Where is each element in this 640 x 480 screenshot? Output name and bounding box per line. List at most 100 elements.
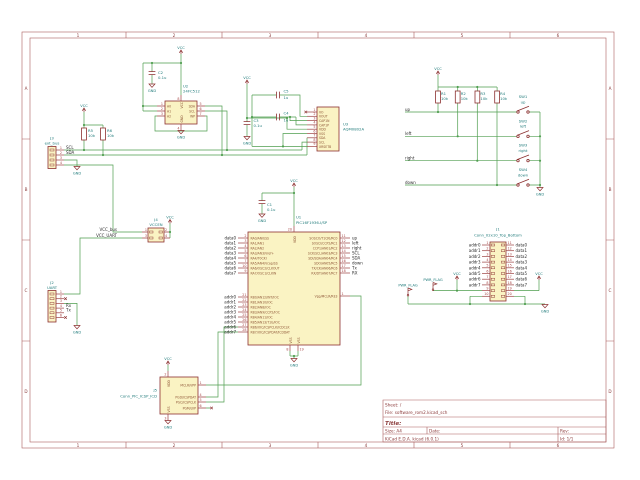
component-j5-icsp[interactable]: 1 4 5 6 MCLR/VPP PGD/ICSPDAT PGC/ICSPCLK… [120, 371, 214, 421]
vcc-icon[interactable] [178, 49, 184, 55]
component-c5-capacitor[interactable]: C5 1u [276, 89, 290, 101]
net-label[interactable]: data2 [224, 245, 236, 250]
wire-i2c-bus[interactable] [64, 105, 308, 233]
wire-icsp[interactable] [167, 295, 362, 409]
vcc-icon[interactable] [244, 79, 250, 85]
wire-switches[interactable] [405, 75, 541, 188]
c2-reference[interactable]: C2 [158, 70, 164, 75]
net-label[interactable]: data6 [516, 277, 528, 282]
gnd-icon[interactable] [243, 136, 251, 141]
component-j4-jumper[interactable]: 1 3 2 4 VCC_bus VCC_UART J4 VCCEN [96, 217, 170, 243]
c1-reference[interactable]: C1 [267, 202, 273, 207]
net-label[interactable]: Rx [66, 303, 72, 308]
net-label[interactable]: addr5 [224, 319, 236, 324]
net-label[interactable]: addr4 [224, 314, 236, 319]
net-label-vcc-bus[interactable]: VCC_bus [100, 227, 117, 232]
c3-value[interactable]: 0.1u [254, 123, 263, 128]
vcc-icon[interactable] [536, 275, 542, 281]
net-label[interactable]: SCL [66, 145, 74, 150]
net-label[interactable]: data0 [516, 243, 528, 248]
u3-value[interactable]: AQM0802A [343, 127, 364, 132]
resistor-body[interactable] [100, 127, 106, 141]
j5-body[interactable] [159, 376, 199, 415]
net-label[interactable]: data0 [224, 235, 236, 240]
component-u2-eeprom[interactable]: 1 A0 2 A1 3 A2 5 SDA 6 SCL 7 WP 8 4 VCC [157, 84, 205, 131]
component-u3-lcd[interactable]: 1 VO 2 VOUT 3 CAP1N 4 CAP1P 5 VDD 6 [307, 106, 364, 152]
component-c4-capacitor[interactable]: C4 1u [276, 110, 290, 123]
c5-reference[interactable]: C5 [284, 89, 290, 94]
pwr-flag-icon[interactable] [406, 287, 413, 297]
direction-switches[interactable]: SW1 up up SW2 left left SW3 right right … [405, 94, 530, 187]
resistor-body[interactable] [454, 90, 461, 104]
net-label[interactable]: SDA [66, 150, 75, 155]
net-label[interactable]: addr2 [224, 304, 236, 309]
wire-uart[interactable] [64, 223, 171, 326]
j3-value[interactable]: ext_bus [45, 141, 60, 146]
switch-pullup-resistors[interactable]: R1 10k R2 10k R3 10k R4 10k [435, 87, 508, 104]
net-label[interactable]: Tx [351, 265, 357, 270]
resistor-body[interactable] [435, 90, 441, 104]
j4-reference[interactable]: J4 [153, 217, 158, 222]
gnd-icon[interactable] [536, 187, 544, 192]
net-label[interactable]: SCL [352, 250, 360, 255]
u1-value[interactable]: PIC16F1936-I/SP [296, 220, 328, 225]
j1-reference[interactable]: J1 [495, 227, 500, 232]
j2-value[interactable]: UART [47, 285, 58, 290]
net-label[interactable]: data4 [516, 265, 528, 270]
vcc-icon[interactable] [435, 70, 441, 76]
net-label[interactable]: RX [352, 270, 358, 275]
net-label[interactable]: data6 [224, 265, 236, 270]
net-label[interactable]: data1 [516, 248, 528, 253]
net-label[interactable]: data1 [224, 240, 236, 245]
gnd-icon[interactable] [258, 213, 266, 218]
net-label[interactable]: addr7 [224, 329, 236, 334]
net-label[interactable]: down [405, 180, 416, 185]
net-label[interactable]: down [352, 260, 363, 265]
gnd-icon[interactable] [73, 166, 81, 171]
c4-reference[interactable]: C4 [284, 110, 290, 115]
net-label[interactable]: up [405, 107, 411, 112]
net-label[interactable]: left [352, 240, 359, 245]
j1-value[interactable]: Conn_02x10_Top_Bottom [474, 233, 522, 238]
u2-reference[interactable]: U2 [183, 84, 189, 89]
net-label[interactable]: addr3 [224, 309, 236, 314]
net-label[interactable]: data4 [224, 255, 236, 260]
vcc-icon[interactable] [165, 360, 171, 366]
net-label[interactable]: data2 [516, 254, 528, 259]
j5-value[interactable]: Conn_PIC_ICSP_ICD [120, 394, 157, 399]
net-label[interactable]: addr3 [469, 260, 481, 265]
net-label[interactable]: addr4 [469, 265, 481, 270]
net-label[interactable]: addr1 [224, 299, 236, 304]
pullup-resistors-r5-r6[interactable]: R5 10k R6 10k [81, 127, 115, 141]
net-label[interactable]: data3 [516, 260, 528, 265]
net-label[interactable]: Tx [65, 308, 71, 313]
net-label[interactable]: addr0 [469, 243, 481, 248]
j3-body[interactable] [47, 146, 57, 169]
vcc-icon[interactable] [167, 219, 173, 224]
net-label[interactable]: SDA [352, 255, 361, 260]
j3-reference[interactable]: J3 [49, 136, 54, 141]
component-c1-capacitor[interactable]: C1 0.1u [258, 200, 276, 212]
j2-body[interactable] [47, 290, 57, 323]
power-symbols[interactable]: VCC VCC VCC VCC VCC VCC VCC VCC VCC GND … [73, 46, 549, 430]
wire-u3-area[interactable] [246, 84, 307, 147]
component-j2-connector[interactable]: 1 2 3 4 Rx 5 Tx [47, 280, 72, 323]
net-label[interactable]: up [352, 235, 358, 240]
vcc-icon[interactable] [454, 275, 460, 281]
component-u1-mcu[interactable]: data0 2 RA0/AN0/SS data1 3 RA1/AN1 data2… [224, 215, 363, 352]
u2-value[interactable]: 24FC512 [183, 89, 200, 94]
c3-reference[interactable]: C3 [254, 118, 260, 123]
j1-body[interactable] [489, 241, 507, 302]
net-label[interactable]: addr5 [469, 271, 481, 276]
u3-reference[interactable]: U3 [343, 122, 349, 127]
net-label[interactable]: addr7 [469, 282, 481, 287]
net-label[interactable]: addr6 [224, 324, 236, 329]
component-c3-capacitor[interactable]: C3 0.1u [243, 118, 263, 128]
net-label[interactable]: data5 [516, 271, 528, 276]
gnd-icon[interactable] [541, 304, 549, 309]
j4-value[interactable]: VCCEN [149, 222, 162, 227]
c1-value[interactable]: 0.1u [267, 207, 276, 212]
gnd-icon[interactable] [73, 325, 81, 330]
resistor-body[interactable] [494, 90, 500, 104]
